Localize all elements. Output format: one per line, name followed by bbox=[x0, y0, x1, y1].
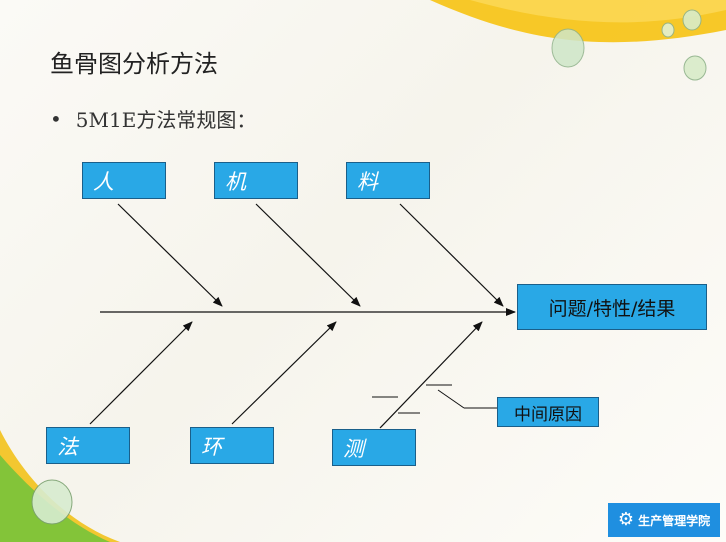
subtitle-text: 5M1E方法常规图： bbox=[75, 108, 257, 132]
cause-box-machine: 机 bbox=[214, 162, 298, 199]
effect-box: 问题/特性/结果 bbox=[517, 284, 707, 330]
top-yellow-highlight bbox=[470, 0, 726, 23]
droplet-icon bbox=[31, 479, 73, 525]
slide-title: 鱼骨图分析方法 bbox=[50, 50, 218, 78]
droplet-icon bbox=[551, 28, 585, 68]
secondary-cause-label: 中间原因 bbox=[497, 397, 599, 427]
bone-line-method bbox=[89, 321, 193, 425]
cause-box-man: 人 bbox=[82, 162, 166, 199]
cause-box-environment: 环 bbox=[190, 427, 274, 464]
logo-text: 生产管理学院 bbox=[638, 513, 711, 528]
bone-line-environment bbox=[231, 321, 337, 425]
bone-line-machine bbox=[255, 203, 361, 307]
gear-icon: ⚙ bbox=[617, 509, 635, 530]
droplet-icon bbox=[682, 9, 702, 31]
bone-line-measurement bbox=[379, 321, 483, 429]
brand-logo: ⚙ 生产管理学院 bbox=[608, 503, 720, 537]
bottom-green-swoosh bbox=[0, 455, 110, 542]
droplet-icon bbox=[683, 55, 707, 81]
bullet-dot: • bbox=[50, 106, 62, 131]
bone-line-material bbox=[399, 203, 504, 307]
cause-box-material: 料 bbox=[346, 162, 430, 199]
callout-line bbox=[437, 389, 465, 409]
droplet-icon bbox=[661, 22, 675, 38]
cause-box-measurement: 测 bbox=[332, 429, 416, 466]
bone-line-man bbox=[117, 203, 223, 307]
bullet-item: • 5M1E方法常规图： bbox=[50, 104, 256, 133]
cause-box-method: 法 bbox=[46, 427, 130, 464]
